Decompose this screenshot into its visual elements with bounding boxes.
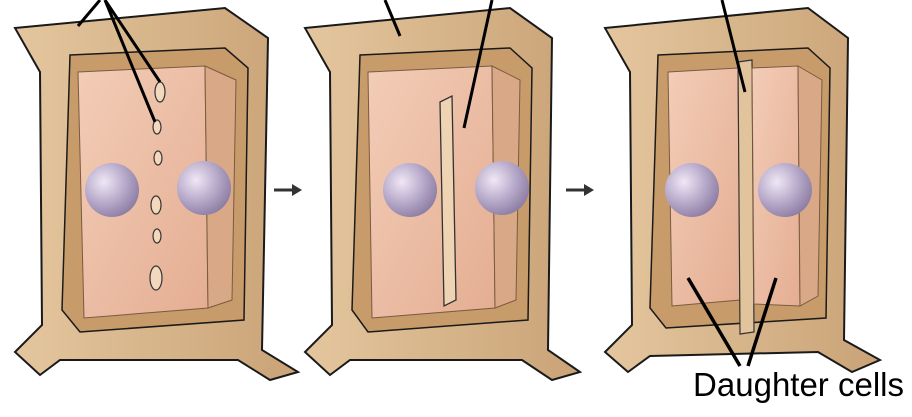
vesicle [154, 151, 162, 165]
arrow-right-icon [274, 184, 302, 196]
daughter-cells-label: Daughter cells [693, 366, 904, 404]
nucleus [177, 161, 231, 215]
cell-stage-1 [15, 0, 298, 380]
vesicle [150, 266, 162, 290]
cell-stage-2 [305, 0, 580, 380]
nucleus [85, 163, 139, 217]
nucleus [665, 163, 719, 217]
cell-stage-3 [605, 0, 880, 372]
nucleus [475, 161, 529, 215]
vesicle [153, 229, 161, 243]
arrow-right-icon [566, 184, 594, 196]
vesicle [151, 196, 161, 214]
vesicle [155, 82, 165, 102]
nucleus [758, 163, 812, 217]
nucleus [383, 163, 437, 217]
new-cell-wall [738, 60, 754, 334]
